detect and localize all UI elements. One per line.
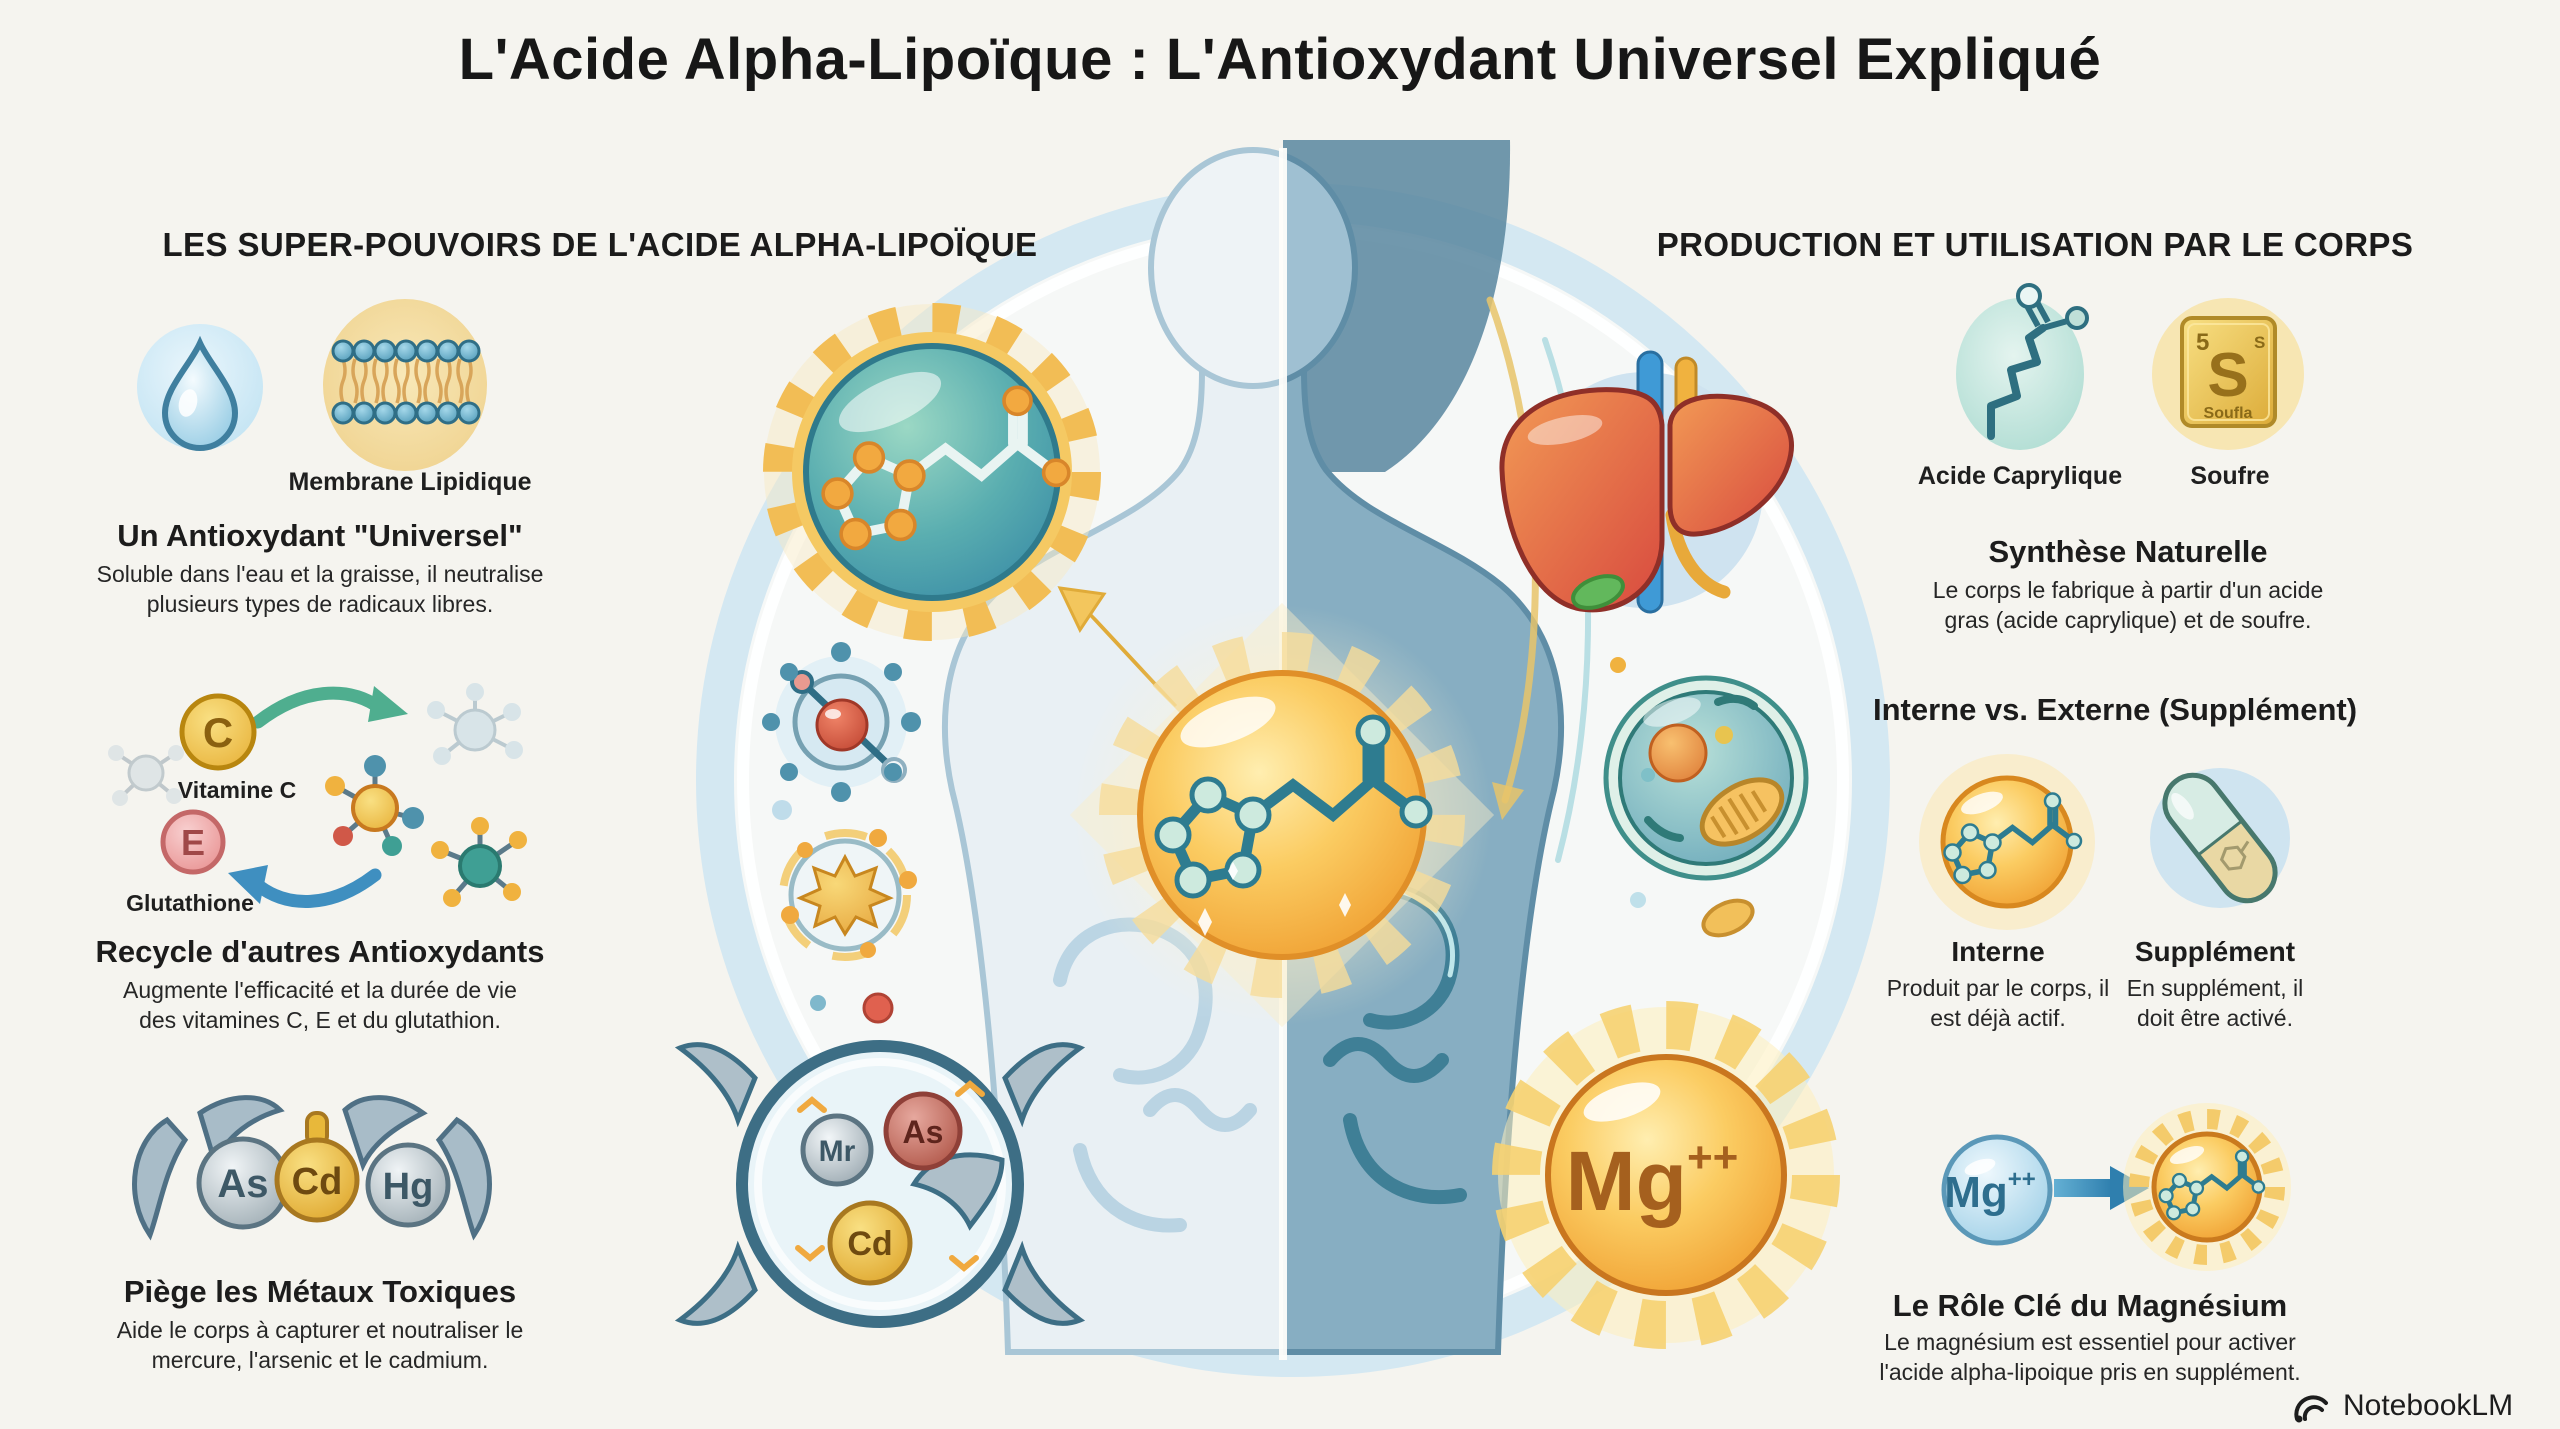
supplement-capsule-icon [2150, 768, 2290, 908]
magnesium-heading: Le Rôle Clé du Magnésium [1892, 1288, 2288, 1323]
mg-ion-icon: Mg++ [1941, 1134, 2053, 1246]
recycle-illustration: C Vitamine C E Glutathione [108, 683, 527, 916]
ala-molecule-teal [1154, 714, 1433, 899]
toxic-metals-illustration: As Cd Hg [132, 1095, 492, 1241]
universal-heading: Un Antioxydant "Universel" [117, 518, 523, 553]
metal-cd: Cd [292, 1161, 343, 1203]
recycle-heading: Recycle d'autres Antioxydants [95, 934, 545, 969]
right-section-header: PRODUCTION ET UTILISATION PAR LE CORPS [1656, 226, 2414, 263]
chest-orb [1069, 602, 1495, 1028]
activated-ala-icon [2123, 1103, 2291, 1271]
recycle-arrow-forward [251, 686, 387, 729]
left-section-header: LES SUPER-POUVOIRS DE L'ACIDE ALPHA-LIPO… [162, 226, 1038, 263]
mg-ion-label: Mg++ [1944, 1166, 2036, 1217]
sparkles [1198, 862, 1351, 936]
atom-icon [762, 642, 921, 820]
supplement-body: En supplément, il doit être activé. [2126, 975, 2304, 1031]
notebooklm-logo-icon [2294, 1395, 2328, 1423]
metals-heading: Piège les Métaux Toxiques [123, 1274, 517, 1309]
sulfur-corner-glyph: S [2254, 333, 2265, 352]
synthese-heading: Synthèse Naturelle [1988, 534, 2268, 569]
mg-orb-label: Mg++ [1566, 1133, 1739, 1228]
metal-as: As [217, 1162, 268, 1206]
metal-trap: Mr As Cd [674, 1040, 1086, 1328]
free-radical-icon [779, 829, 917, 1024]
recycle-arrow-back [247, 868, 382, 908]
membrane-caption: Membrane Lipidique [288, 468, 532, 496]
trap-metal-1: Mr [819, 1135, 856, 1168]
interne-externe-heading: Interne vs. Externe (Supplément) [1872, 692, 2358, 727]
activated-molecule [2158, 1149, 2266, 1221]
recycle-body: Augmente l'efficacité et la durée de vie… [123, 977, 517, 1033]
vitamin-c-label: Vitamine C [178, 777, 296, 803]
teal-molecule [431, 817, 527, 907]
page-title: L'Acide Alpha-Lipoïque : L'Antioxydant U… [458, 27, 2102, 92]
ala-medallion [763, 303, 1101, 641]
ala-molecule-orange [821, 385, 1071, 551]
faded-molecule-2 [427, 683, 523, 765]
cell-icon [1603, 657, 1809, 938]
sparkle-chevrons [795, 1080, 985, 1272]
interne-body: Produit par le corps, il est déjà actif. [1886, 975, 2110, 1031]
interne-orb-icon [1919, 754, 2095, 930]
caprylic-acid-icon [1956, 283, 2089, 450]
sulfur-name: Soufla [2204, 405, 2253, 422]
lipid-membrane-icon [323, 299, 487, 471]
metals-body: Aide le corps à capturer et noutraliser … [116, 1317, 524, 1373]
interne-label: Interne [1951, 936, 2045, 967]
vitamin-e-letter: E [181, 822, 205, 863]
mg-orb: Mg++ [1492, 1001, 1840, 1349]
vitamin-c-badge [179, 693, 257, 771]
glutathione-label: Glutathione [126, 890, 254, 916]
vitamin-c-letter: C [203, 709, 233, 756]
sulfur-tile-icon: 5 S S Soufla [2152, 298, 2304, 450]
sulfur-atomic-number: 5 [2196, 329, 2209, 356]
sulfur-caption: Soufre [2190, 462, 2270, 490]
synthese-body: Le corps le fabrique à partir d'un acide… [1932, 577, 2324, 633]
faded-molecule [108, 745, 184, 806]
water-droplet-icon [137, 324, 263, 451]
caprylic-caption: Acide Caprylique [1917, 462, 2123, 490]
universal-body: Soluble dans l'eau et la graisse, il neu… [96, 561, 544, 617]
trap-metal-3: Cd [847, 1225, 892, 1263]
trap-metal-2: As [903, 1114, 944, 1150]
interne-molecule [1943, 792, 2083, 885]
liver-icon [1499, 350, 1794, 614]
watermark-brand: NotebookLM [2343, 1389, 2514, 1422]
supplement-label: Supplément [2134, 936, 2296, 967]
orange-molecule [325, 755, 424, 856]
watermark: NotebookLM [2292, 1388, 2513, 1424]
vitamin-e-badge [160, 809, 226, 875]
metal-hg: Hg [383, 1166, 434, 1208]
sulfur-symbol: S [2207, 341, 2248, 410]
magnesium-body: Le magnésium est essentiel pour activer … [1879, 1329, 2301, 1385]
